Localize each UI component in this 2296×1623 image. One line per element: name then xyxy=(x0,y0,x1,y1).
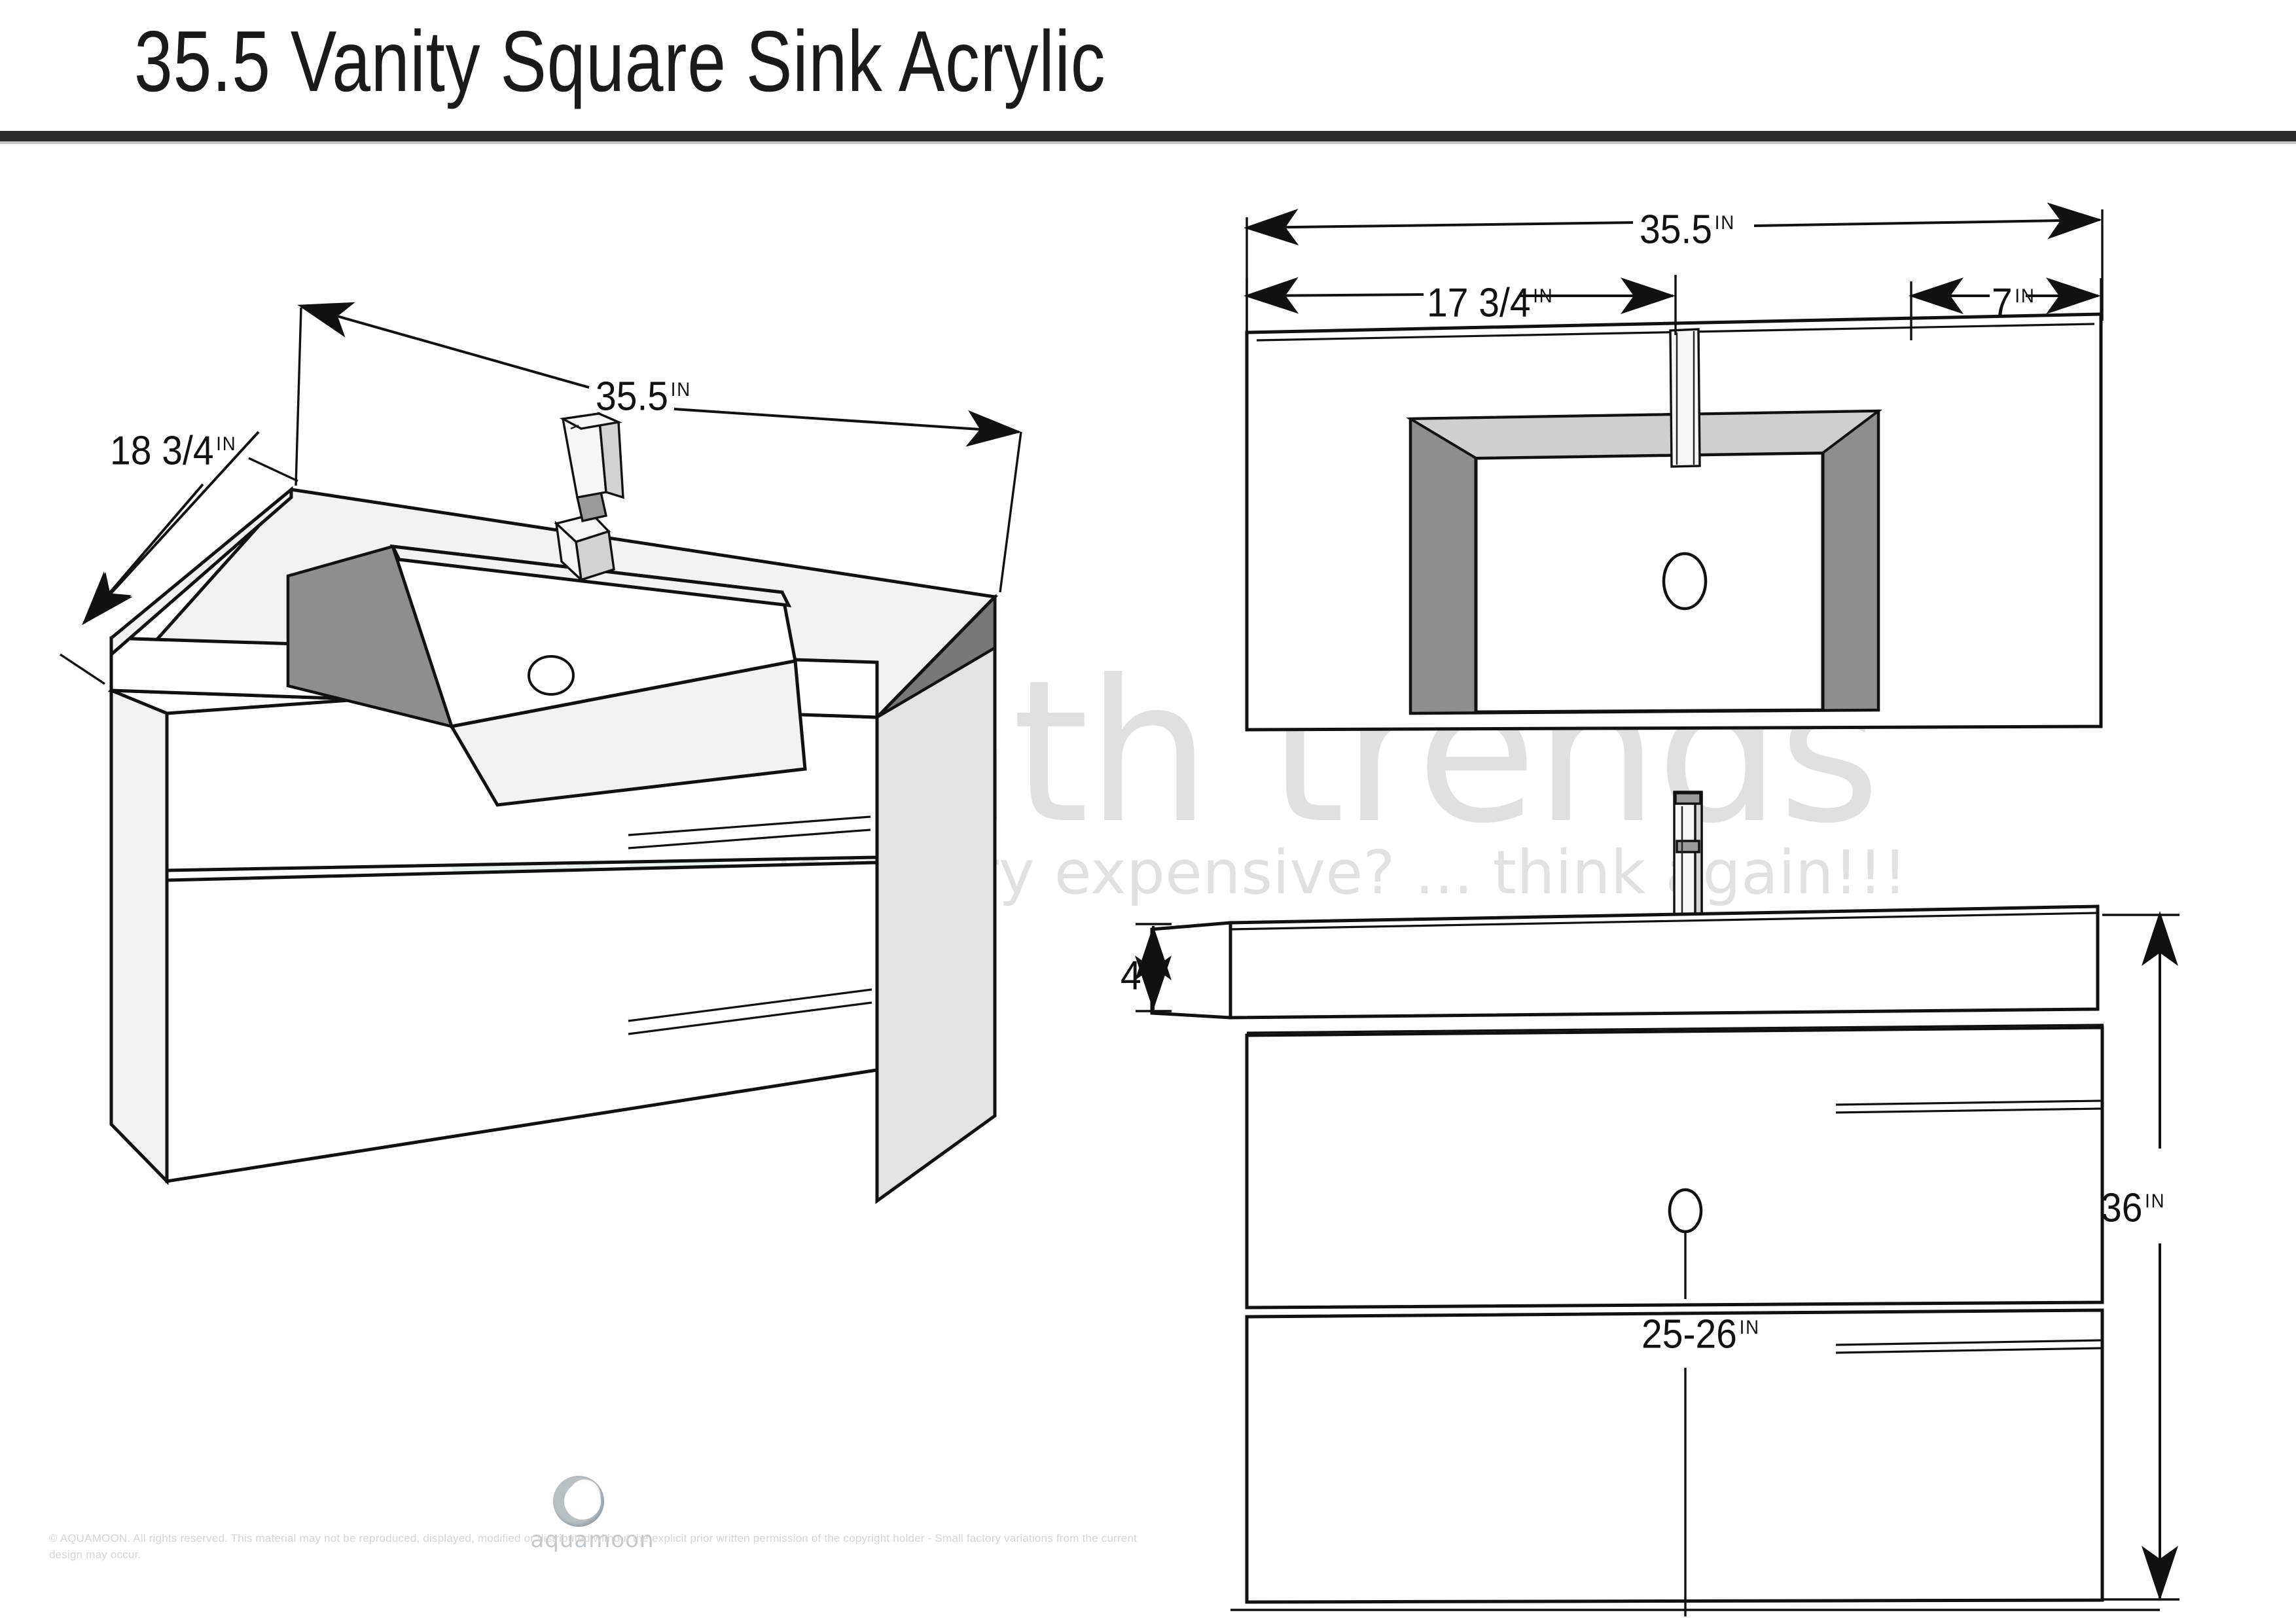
dim-iso-depth xyxy=(60,431,298,685)
dim-unit: IN xyxy=(1739,1317,1760,1338)
dim-value: 35.5 xyxy=(1640,207,1713,253)
elevation-view xyxy=(1135,791,2179,1616)
dim-unit: IN xyxy=(1714,212,1735,234)
dim-value: 35.5 xyxy=(596,374,669,419)
dim-iso-width xyxy=(295,302,1022,593)
aquamoon-logo: aquamoon xyxy=(524,1476,661,1553)
logo-wordmark: aquamoon xyxy=(530,1527,655,1553)
dim-unit: IN xyxy=(1143,958,1164,980)
dim-unit: IN xyxy=(216,433,237,455)
drain-plan xyxy=(1662,552,1708,611)
copyright-notice: © AQUAMOON. All rights reserved. This ma… xyxy=(49,1530,1162,1563)
dim-unit: IN xyxy=(2015,285,2036,307)
faucet-isometric xyxy=(554,412,624,583)
dim-elev-height xyxy=(2102,911,2179,1601)
dim-unit: IN xyxy=(670,379,691,401)
dim-value: 17 3/4 xyxy=(1427,280,1531,326)
dim-value: 18 3/4 xyxy=(110,428,214,474)
page-title: 35.5 Vanity Square Sink Acrylic xyxy=(134,13,1106,109)
faucet-elevation xyxy=(1673,791,1703,950)
dim-plan-right-offset xyxy=(1909,277,2102,340)
isometric-vanity xyxy=(60,302,1022,1204)
dim-value: 7 xyxy=(1992,280,2013,326)
moon-icon xyxy=(553,1476,604,1527)
dim-elev-thickness xyxy=(1135,923,1172,1012)
dim-value: 4 xyxy=(1121,953,1141,999)
header-divider xyxy=(0,131,2296,144)
dim-value: 25-26 xyxy=(1641,1311,1737,1357)
plan-view xyxy=(1244,202,2104,732)
dim-unit: IN xyxy=(1533,285,1554,307)
dim-value: 36 xyxy=(2101,1185,2143,1231)
copyright-line-2: current design may occur. xyxy=(49,1532,1138,1561)
dim-plan-sink-offset xyxy=(1244,275,1677,340)
dim-unit: IN xyxy=(2145,1190,2166,1212)
copyright-line-1: © AQUAMOON. All rights reserved. This ma… xyxy=(49,1532,1098,1544)
